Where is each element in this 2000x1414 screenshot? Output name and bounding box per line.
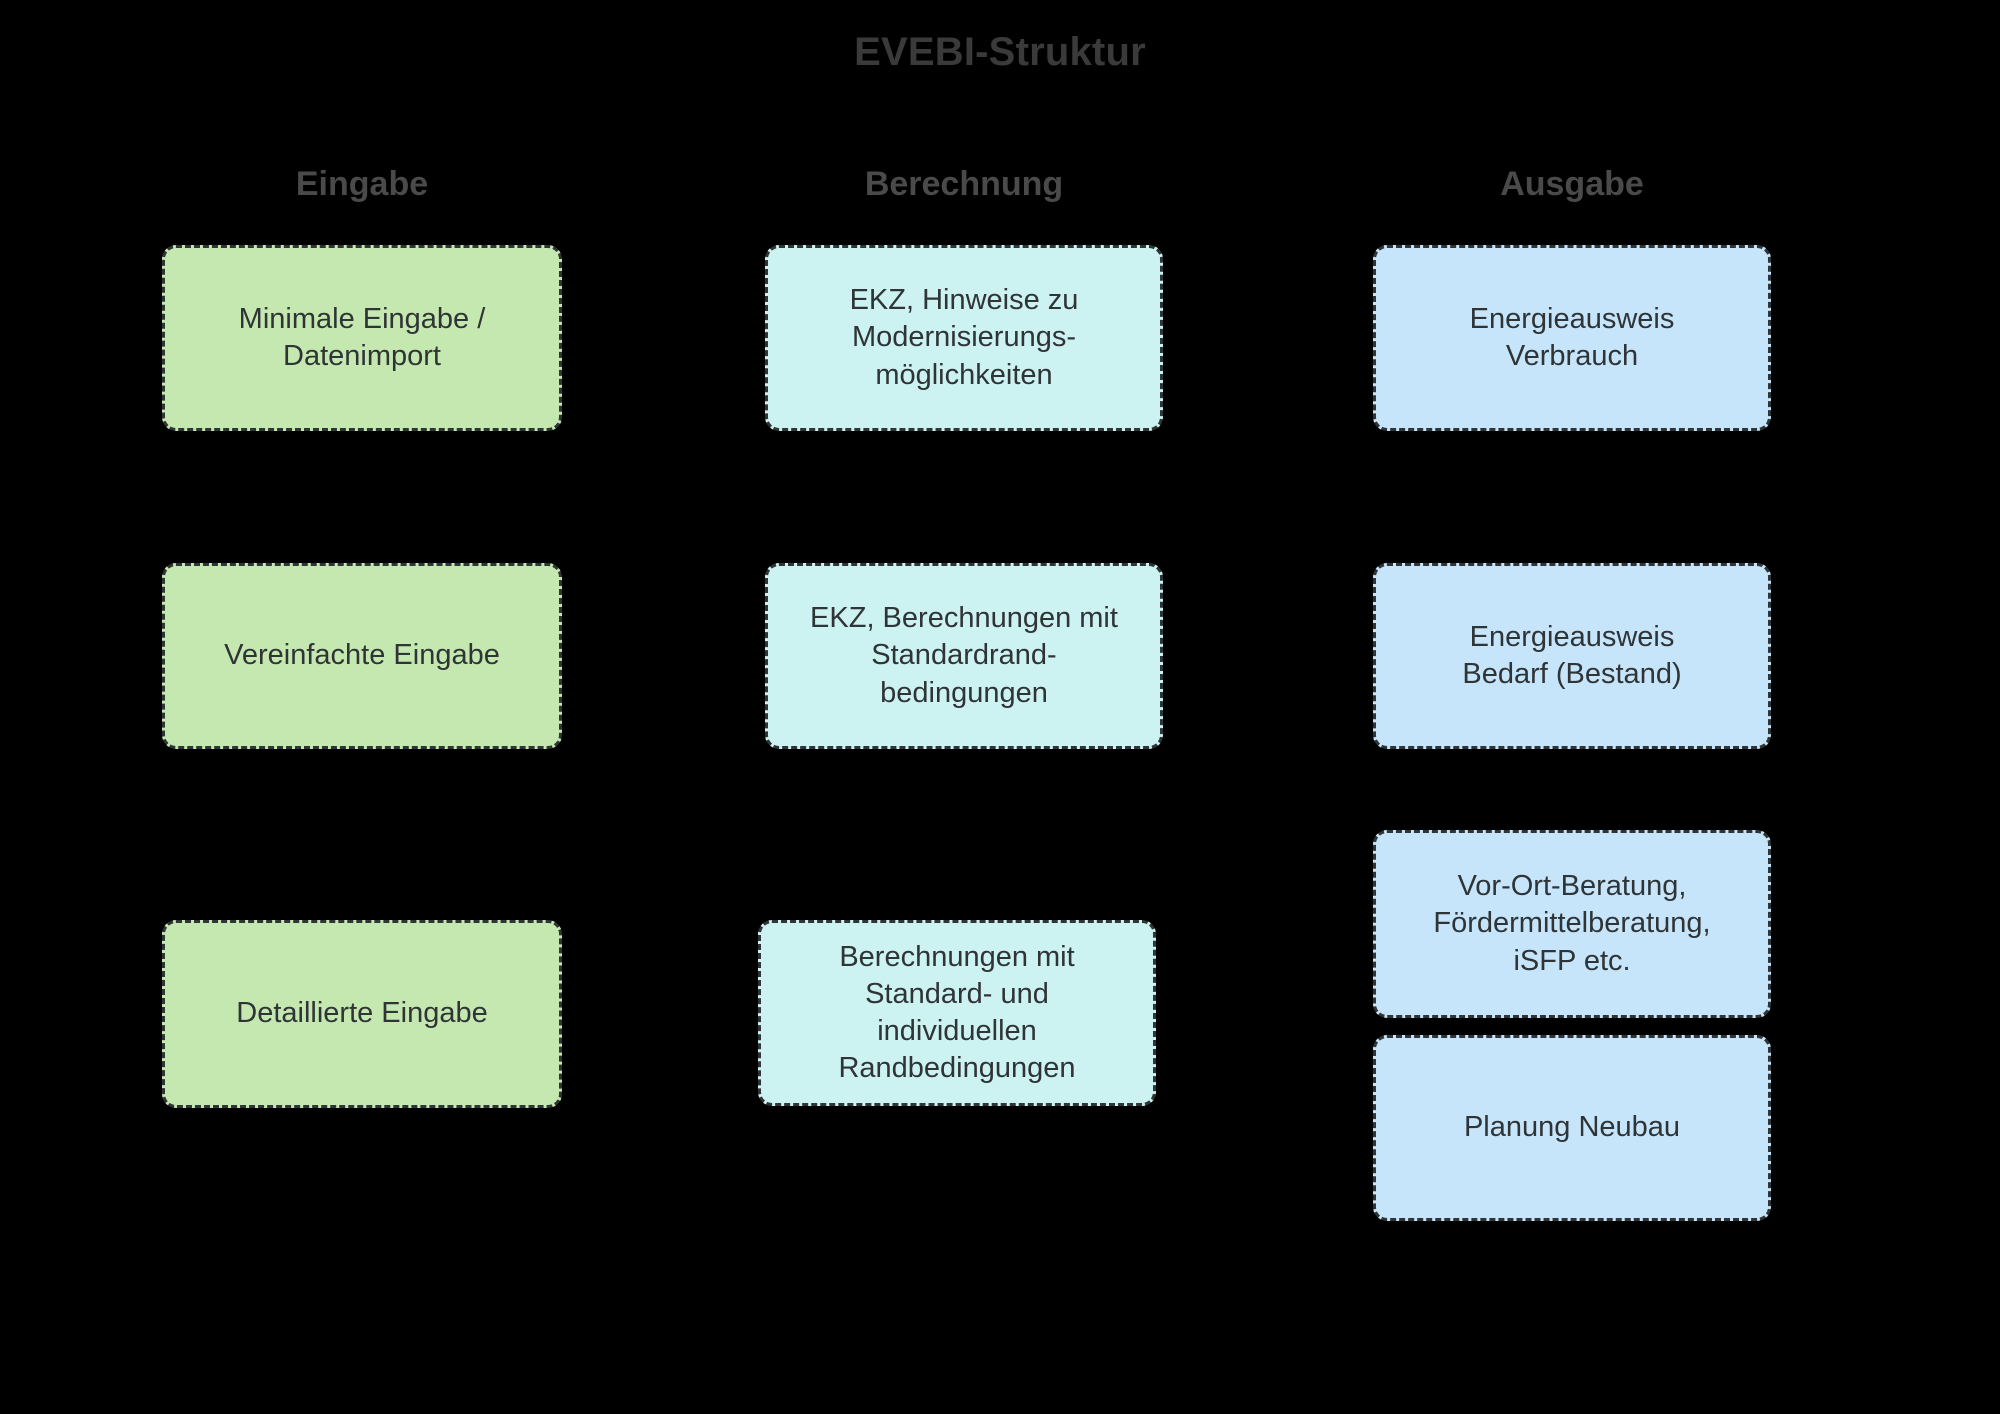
node-eingabe-3[interactable]: Detaillierte Eingabe: [162, 920, 562, 1108]
column-header-eingabe: Eingabe: [295, 165, 429, 203]
node-label: Berechnungen mit Standard- und individue…: [838, 940, 1076, 1085]
node-berechnung-2[interactable]: EKZ, Berechnungen mit Standardrand- bedi…: [765, 563, 1163, 749]
node-eingabe-1[interactable]: Minimale Eingabe / Datenimport: [162, 245, 562, 431]
node-label: Vereinfachte Eingabe: [224, 639, 500, 672]
node-ausgabe-2[interactable]: Energieausweis Bedarf (Bestand): [1373, 563, 1771, 749]
node-label: Detaillierte Eingabe: [236, 997, 488, 1030]
node-berechnung-1[interactable]: EKZ, Hinweise zu Modernisierungs- möglic…: [765, 245, 1163, 431]
node-ausgabe-4[interactable]: Planung Neubau: [1373, 1035, 1771, 1221]
node-label: Minimale Eingabe / Datenimport: [238, 302, 486, 372]
node-label: EKZ, Hinweise zu Modernisierungs- möglic…: [849, 284, 1079, 391]
node-label: Planung Neubau: [1463, 1111, 1681, 1144]
node-ausgabe-3[interactable]: Vor-Ort-Beratung, Fördermittelberatung, …: [1373, 830, 1771, 1018]
node-berechnung-3[interactable]: Berechnungen mit Standard- und individue…: [758, 920, 1156, 1106]
node-label: Energieausweis Verbrauch: [1469, 302, 1675, 372]
column-header-ausgabe: Ausgabe: [1500, 165, 1644, 203]
node-label: EKZ, Berechnungen mit Standardrand- bedi…: [810, 602, 1118, 709]
column-header-berechnung: Berechnung: [864, 165, 1064, 203]
node-label: Energieausweis Bedarf (Bestand): [1462, 620, 1682, 690]
node-label: Vor-Ort-Beratung, Fördermittelberatung, …: [1433, 870, 1711, 977]
node-eingabe-2[interactable]: Vereinfachte Eingabe: [162, 563, 562, 749]
node-ausgabe-1[interactable]: Energieausweis Verbrauch: [1373, 245, 1771, 431]
diagram-title: EVEBI-Struktur: [854, 30, 1146, 74]
